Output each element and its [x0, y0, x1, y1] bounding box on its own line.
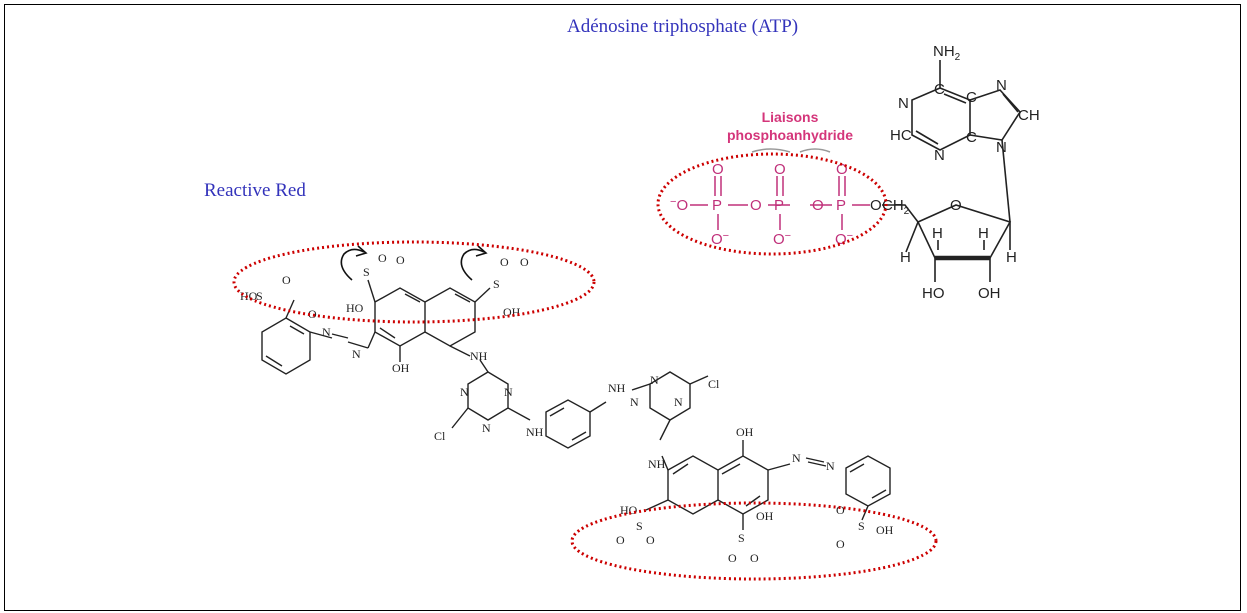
rr-o-l1b: O — [646, 533, 655, 547]
rr-n-azo1: N — [322, 325, 331, 339]
rr-oh-lower2: OH — [756, 509, 774, 523]
p1-o-minus: O− — [711, 230, 729, 248]
rr-n-azo2: N — [352, 347, 361, 361]
atp-title: Adénosine triphosphate (ATP) — [567, 16, 799, 37]
rr-n-azo4: N — [826, 459, 835, 473]
adenine-c8: CH — [1018, 107, 1040, 124]
rr-tri1-n3: N — [482, 421, 491, 435]
atp-atom-labels: NH2 N C C N CH HC N C N O CH2 H H H H HO… — [882, 43, 1040, 302]
ribose-h4: H — [1006, 249, 1017, 266]
rr-oh-upper: OH — [503, 305, 521, 319]
reactive-red-atom-labels: S HO O O N N S O O HO S O O OH OH NH N N… — [240, 251, 894, 565]
rr-o-u2a: O — [500, 255, 509, 269]
p2-double-o: O — [774, 161, 786, 178]
adenine-c2: HC — [890, 127, 912, 144]
ester-o: O — [870, 197, 882, 214]
phosphate-p2: P — [774, 197, 784, 214]
reactive-red-title: Reactive Red — [204, 180, 306, 201]
rr-cl-2: Cl — [708, 377, 720, 391]
rr-ho-upper: HO — [346, 301, 364, 315]
curved-arrow-right-icon — [460, 248, 485, 281]
rr-s-upper2: S — [493, 277, 500, 291]
adenine-c4: C — [966, 129, 977, 146]
rr-s-lower3: S — [858, 519, 865, 533]
adenine-c5: C — [966, 89, 977, 106]
rr-o-u1b: O — [396, 253, 405, 267]
phosphate-p1: P — [712, 197, 722, 214]
reactive-red-structure — [261, 279, 891, 530]
adenine-n1: N — [898, 95, 909, 112]
rr-o-l2b: O — [750, 551, 759, 565]
terminal-o: −O — [670, 196, 688, 214]
rr-nh-4: NH — [648, 457, 666, 471]
rr-n-azo3: N — [792, 451, 801, 465]
rr-nh-1: NH — [470, 349, 488, 363]
p1-double-o: O — [712, 161, 724, 178]
rr-ho-lower: HO — [620, 503, 638, 517]
ribose-o: O — [950, 197, 962, 214]
bond-label-line2: phosphoanhydride — [727, 127, 853, 143]
rr-oh-lower3: OH — [876, 523, 894, 537]
highlight-upper-sulfonates — [232, 240, 596, 324]
ribose-oh: OH — [978, 285, 1001, 302]
curved-arrow-right-head-icon — [475, 245, 488, 257]
phosphate-atom-labels: −O P O P O P O O O O O− O− O− — [670, 161, 882, 248]
rr-o-u2b: O — [520, 255, 529, 269]
phosphate-p3: P — [836, 197, 846, 214]
atp-structure — [882, 60, 1022, 282]
rr-o-l2a: O — [728, 551, 737, 565]
bond-label-line1: Liaisons — [762, 109, 819, 125]
adenine-c6: C — [934, 81, 945, 98]
rr-o-left1: O — [282, 273, 291, 287]
rr-tri1-n2: N — [504, 385, 513, 399]
rr-cl-1: Cl — [434, 429, 446, 443]
ribose-h1: H — [932, 225, 943, 242]
rr-o-l3b: O — [836, 537, 845, 551]
rr-oh-naph1: OH — [392, 361, 410, 375]
ribose-h2: H — [978, 225, 989, 242]
rr-ho-left: HO — [240, 289, 258, 303]
rr-o-u1a: O — [378, 251, 387, 265]
rr-tri2-n3: N — [674, 395, 683, 409]
rr-tri2-n1: N — [650, 373, 659, 387]
rr-nh-2: NH — [526, 425, 544, 439]
curved-arrow-left-icon — [340, 248, 365, 281]
rr-tri1-n1: N — [460, 385, 469, 399]
p2-o-minus: O− — [773, 230, 791, 248]
rr-o-left2: O — [308, 307, 317, 321]
adenine-n7: N — [996, 77, 1007, 94]
p3-double-o: O — [836, 161, 848, 178]
rr-o-l1a: O — [616, 533, 625, 547]
rr-s-upper1: S — [363, 265, 370, 279]
rr-oh-naph2: OH — [736, 425, 754, 439]
ribose-h3: H — [900, 249, 911, 266]
ch2-label: CH2 — [882, 197, 910, 217]
rr-s-left: S — [256, 289, 263, 303]
ribose-ho: HO — [922, 285, 945, 302]
bond-label: Liaisons phosphoanhydride — [727, 109, 853, 143]
phosphate-chain — [690, 148, 870, 230]
curved-arrows — [340, 245, 488, 281]
rr-s-lower1: S — [636, 519, 643, 533]
p3-o-minus: O− — [835, 230, 853, 248]
highlight-lower-sulfonates — [570, 501, 938, 581]
curved-arrow-left-head-icon — [355, 245, 368, 257]
rr-s-lower2: S — [738, 531, 745, 545]
rr-tri2-n2: N — [630, 395, 639, 409]
highlight-phosphate-chain — [656, 152, 888, 256]
figure-frame — [4, 4, 1241, 611]
highlight-ellipses — [232, 152, 938, 581]
rr-nh-3: NH — [608, 381, 626, 395]
bridge-o1: O — [750, 197, 762, 214]
bridge-o2: O — [812, 197, 824, 214]
rr-o-l3a: O — [836, 503, 845, 517]
adenine-n3: N — [934, 147, 945, 164]
adenine-n9: N — [996, 139, 1007, 156]
amine-label: NH2 — [933, 43, 961, 63]
